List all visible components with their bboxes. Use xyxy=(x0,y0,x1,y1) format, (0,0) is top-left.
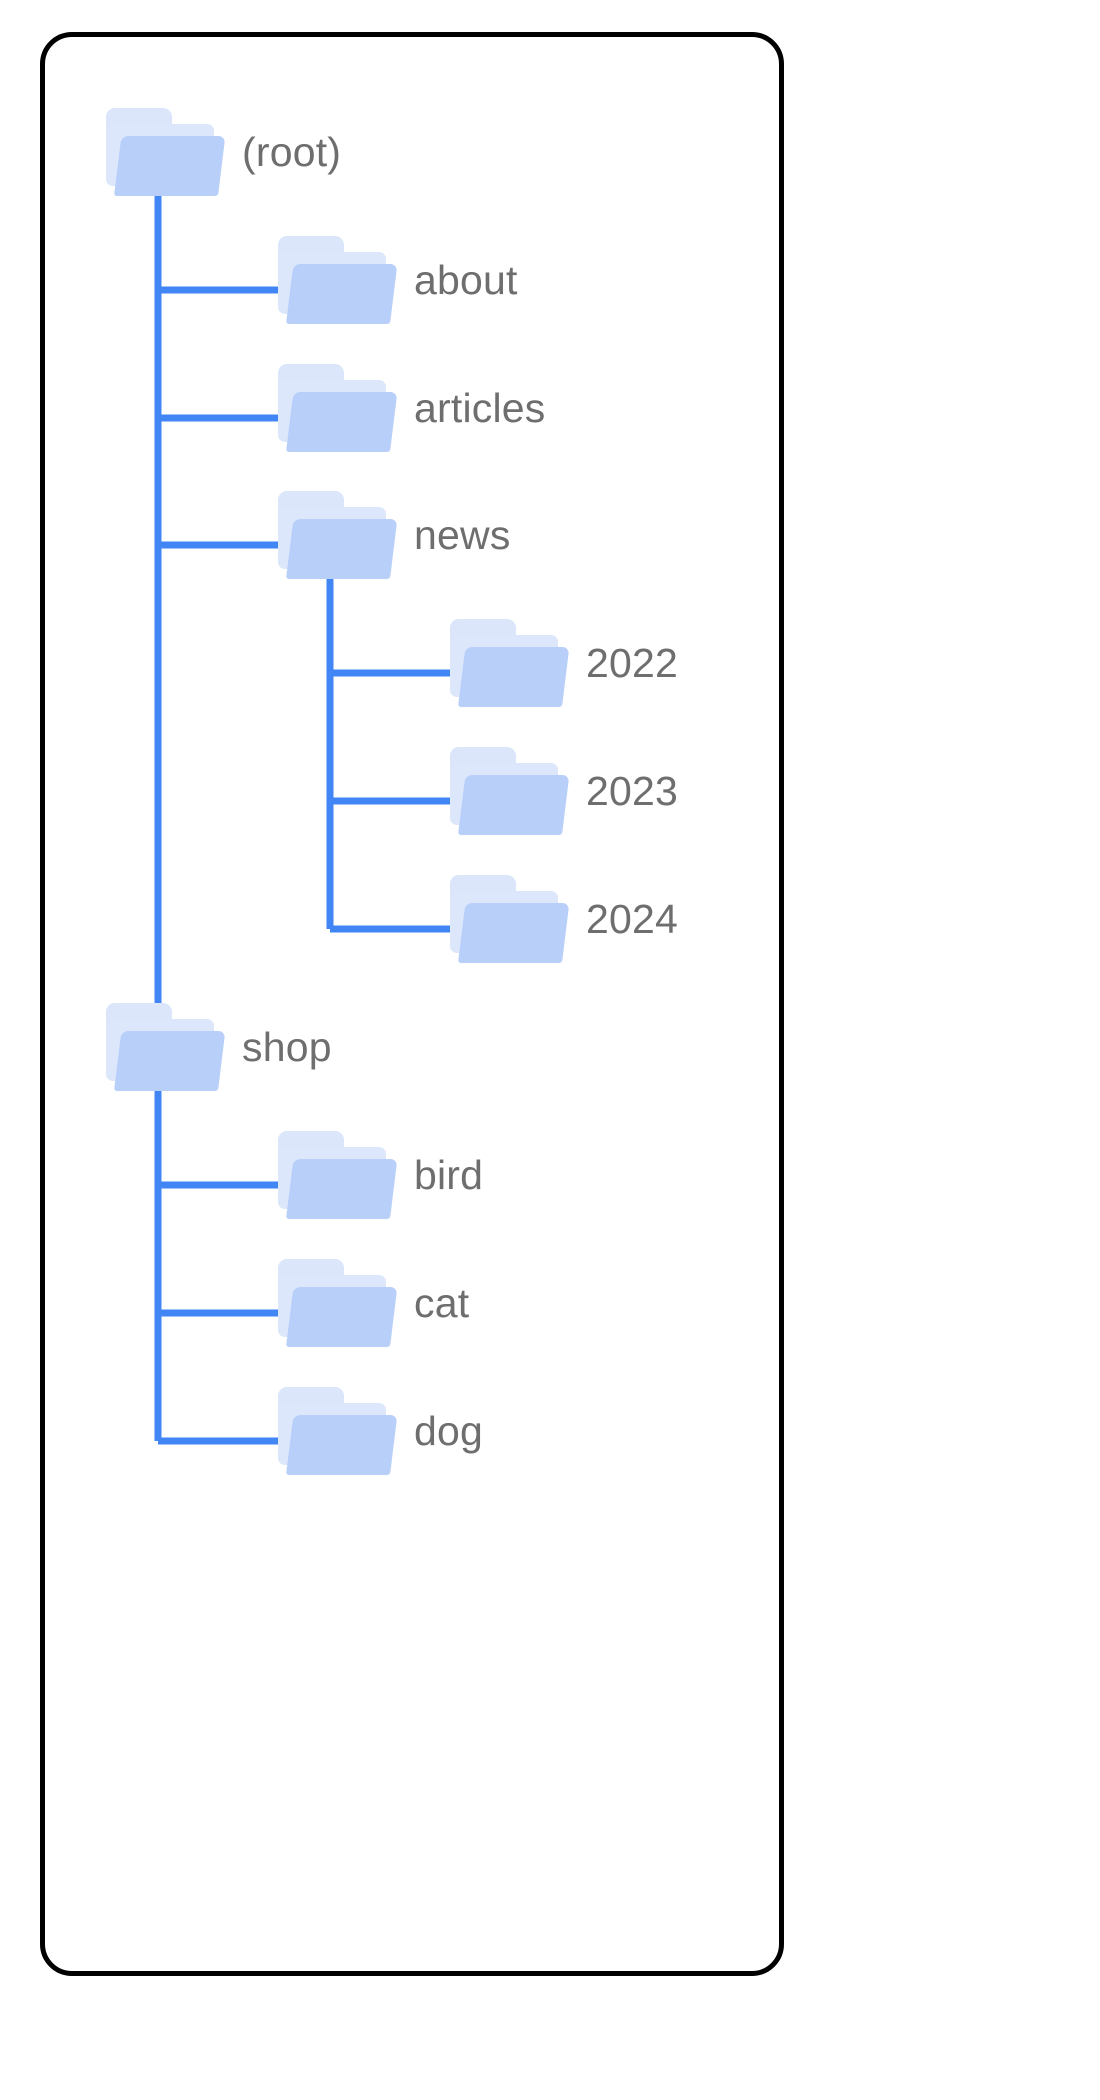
tree-node-label: shop xyxy=(242,1023,332,1070)
tree-node-about[interactable]: about xyxy=(276,234,518,326)
tree-node-cat[interactable]: cat xyxy=(276,1257,469,1349)
tree-node-label: about xyxy=(414,256,518,303)
tree-node-label: 2024 xyxy=(586,895,679,942)
tree-node-news[interactable]: news xyxy=(276,489,511,581)
tree-node-articles[interactable]: articles xyxy=(276,362,545,454)
tree-node-label: cat xyxy=(414,1279,470,1326)
tree-node-2022[interactable]: 2022 xyxy=(448,617,678,709)
tree-node-shop[interactable]: shop xyxy=(104,1001,332,1093)
folder-icon xyxy=(276,234,398,326)
folder-icon xyxy=(276,362,398,454)
folder-icon xyxy=(104,106,226,198)
folder-icon xyxy=(276,1385,398,1477)
tree-node-label: dog xyxy=(414,1407,484,1454)
tree-node-label: 2022 xyxy=(586,639,679,686)
tree-node-label: (root) xyxy=(242,128,342,175)
folder-icon xyxy=(448,745,570,837)
tree-node-label: news xyxy=(414,511,511,558)
folder-icon xyxy=(104,1001,226,1093)
folder-icon xyxy=(276,1257,398,1349)
tree-node-label: 2023 xyxy=(586,767,679,814)
tree-node-dog[interactable]: dog xyxy=(276,1385,483,1477)
tree-node-label: bird xyxy=(414,1151,484,1198)
tree-node-root[interactable]: (root) xyxy=(104,106,341,198)
folder-icon xyxy=(448,873,570,965)
folder-icon xyxy=(448,617,570,709)
folder-icon xyxy=(276,1129,398,1221)
tree-node-label: articles xyxy=(414,384,546,431)
tree-node-2023[interactable]: 2023 xyxy=(448,745,678,837)
tree-node-2024[interactable]: 2024 xyxy=(448,873,678,965)
folder-icon xyxy=(276,489,398,581)
tree-node-bird[interactable]: bird xyxy=(276,1129,483,1221)
